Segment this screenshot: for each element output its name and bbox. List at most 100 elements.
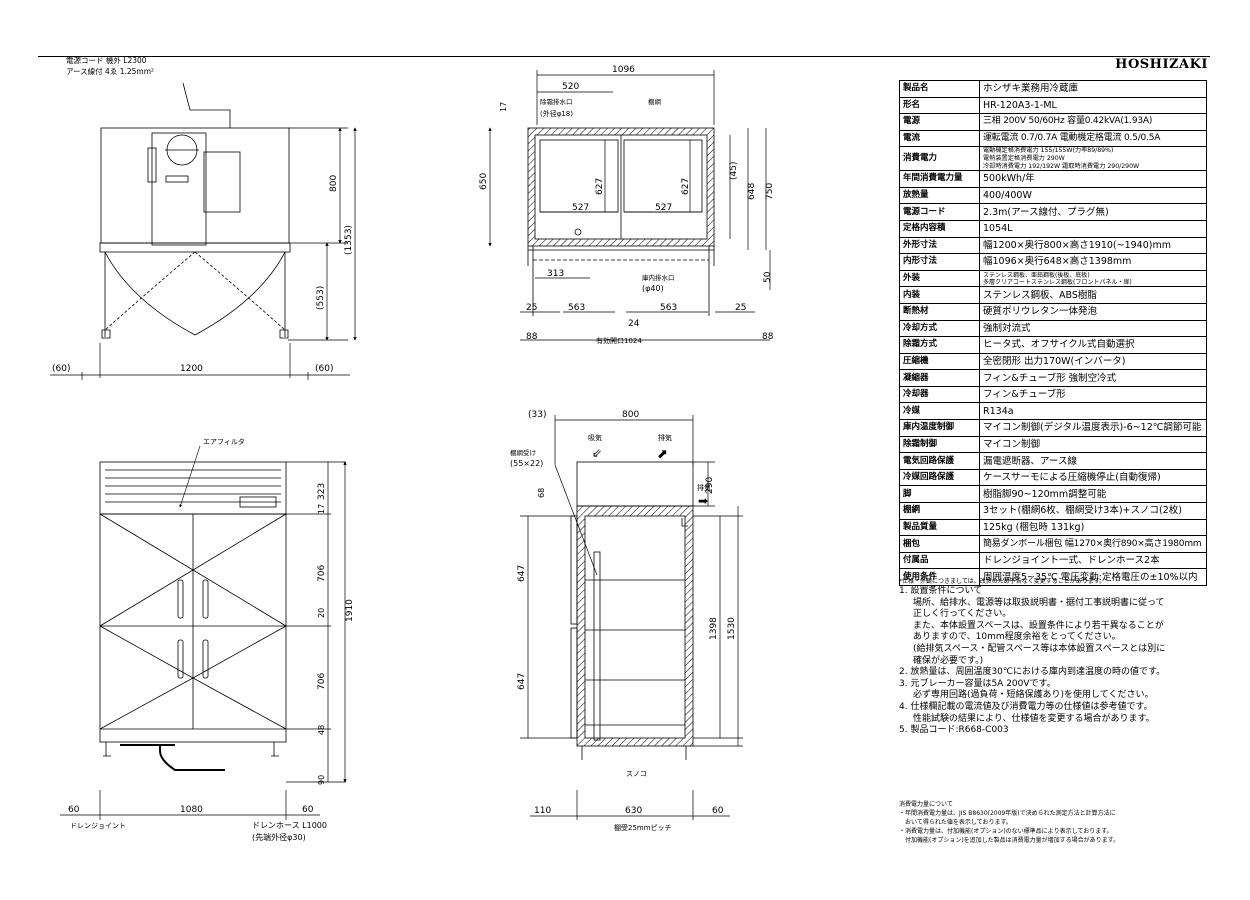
- spec-row: 内形寸法幅1096×奥行648×高さ1398mm: [899, 253, 1207, 271]
- spec-value: 500kWh/年: [979, 170, 1207, 188]
- note-3: 3. 元ブレーカー容量は5A 200Vです。: [899, 678, 1056, 689]
- spec-value: 1054L: [979, 219, 1207, 238]
- spec-key: 圧縮機: [899, 352, 980, 371]
- spec-value-line: 冷却時消費電力 192/192W 霜取時消費電力 290/290W: [983, 162, 1140, 170]
- spec-row: 冷却方式強制対流式: [899, 319, 1207, 338]
- dim-20: 20: [317, 608, 326, 618]
- label-drain-hose: ドレンホース L1000: [252, 821, 327, 830]
- label-drain-dia: (外径φ18): [540, 109, 573, 118]
- dim-800: 800: [329, 175, 339, 192]
- spec-key: 製品名: [899, 80, 980, 98]
- dim-24: 24: [628, 319, 640, 329]
- spec-key: 内形寸法: [899, 253, 980, 271]
- dim-706-b: 706: [317, 673, 327, 690]
- spec-key: 除霜方式: [899, 336, 980, 354]
- exhaust-arrow-icon: ⬈: [657, 447, 668, 462]
- top-view-plan: [99, 82, 291, 339]
- label-rail-size: (55×22): [510, 459, 543, 468]
- spec-row: 外装ステンレス鋼板、亜鉛鋼板(後板、底板)多層クリアコートステンレス鋼板(フロン…: [899, 269, 1207, 288]
- spec-key: 外装: [899, 269, 980, 288]
- dim-33: (33): [528, 410, 546, 420]
- dim-25-b: 25: [735, 303, 746, 313]
- spec-value: ステンレス鋼板、亜鉛鋼板(後板、底板)多層クリアコートステンレス鋼板(フロントパ…: [979, 269, 1207, 288]
- brand-logo: HOSHIZAKI: [1115, 57, 1208, 72]
- label-shelf-rail: 棚網受け: [510, 448, 536, 457]
- dim-553: (553): [316, 286, 326, 310]
- dim-88-a: 88: [526, 332, 538, 342]
- spec-key: 定格内容積: [899, 219, 980, 238]
- dim-520: 520: [562, 82, 579, 92]
- label-drain: 除霜排水口: [540, 97, 573, 106]
- dim-1353: (1353): [344, 225, 354, 255]
- spec-value: 樹脂脚90~120mm調整可能: [979, 485, 1207, 504]
- label-inner-drain-dia: (φ40): [642, 284, 664, 293]
- dim-1096: 1096: [612, 65, 635, 75]
- spec-row: 断熱材硬質ポリウレタン一体発泡: [899, 302, 1207, 321]
- header-rule: [38, 56, 1210, 57]
- spec-row: 消費電力電動機定格消費電力 155/155W(力率89/89%)電熱装置定格消費…: [899, 146, 1207, 172]
- dim-17: 17: [499, 102, 508, 112]
- spec-key: 消費電力: [899, 146, 980, 172]
- note-2: 2. 放熱量は、周囲温度30℃における庫内到達温度の時の値です。: [899, 667, 1166, 678]
- exhaust-side-arrow-icon: ➡: [698, 494, 708, 508]
- label-exhaust-side: 排気: [697, 483, 711, 492]
- note-4: 4. 仕様欄記載の電流値及び消費電力等の仕様値は参考値です。: [899, 701, 1153, 712]
- dim-17-front: 17: [317, 504, 326, 514]
- dim-563-a: 563: [568, 303, 585, 313]
- dim-627-a: 627: [595, 178, 605, 195]
- spec-key: 形名: [899, 96, 980, 115]
- dim-650: 650: [479, 173, 489, 190]
- spec-key: 年間消費電力量: [899, 170, 980, 188]
- spec-value: 簡易ダンボール梱包 幅1270×奥行890×高さ1980mm: [979, 535, 1207, 553]
- dim-290: 290: [705, 477, 715, 494]
- dim-88-b: 88: [762, 332, 774, 342]
- dim-68: 68: [537, 488, 546, 498]
- dim-1530: 1530: [727, 617, 737, 640]
- spec-row: 庫内温度制御マイコン制御(デジタル温度表示)-6~12℃調節可能: [899, 419, 1207, 437]
- label-intake: 吸気: [588, 433, 602, 442]
- spec-row: 除霜方式ヒータ式、オフサイクル式自動選択: [899, 336, 1207, 354]
- spec-value: 周囲温度5~35℃ 電圧変動:定格電圧の±10%以内: [979, 568, 1207, 586]
- note-1-line: 場所、給排水、電源等は取扱説明書・据付工事説明書に従って: [913, 597, 1165, 608]
- spec-value: 漏電遮断器、アース線: [979, 452, 1207, 470]
- spec-value: 電動機定格消費電力 155/155W(力率89/89%)電熱装置定格消費電力 2…: [979, 146, 1207, 172]
- note-1-line: 確保が必要です。): [913, 655, 984, 666]
- power-notes-line: ・年間消費電力量は、JIS B8630(2009年版)で決められた測定方法と計算…: [899, 810, 1116, 817]
- dim-25-a: 25: [526, 303, 537, 313]
- spec-row: 凝縮器フィン&チューブ形 強制空冷式: [899, 369, 1207, 387]
- label-exhaust-top: 排気: [658, 433, 672, 442]
- spec-value: ヒータ式、オフサイクル式自動選択: [979, 336, 1207, 354]
- spec-value: 2.3m(アース線付、プラグ無): [979, 203, 1207, 221]
- spec-value: マイコン制御: [979, 435, 1207, 454]
- dim-60-front-left: 60: [68, 805, 80, 815]
- spec-value-line: ステンレス鋼板、亜鉛鋼板(後板、底板): [983, 271, 1090, 279]
- dim-60-left: (60): [52, 364, 70, 374]
- note-3-line: 必ず専用回路(過負荷・短絡保護あり)を使用してください。: [913, 690, 1154, 701]
- spec-value: 幅1096×奥行648×高さ1398mm: [979, 253, 1207, 271]
- label-opening: 有効開口1024: [596, 336, 642, 345]
- spec-row: 使用条件周囲温度5~35℃ 電圧変動:定格電圧の±10%以内: [899, 568, 1207, 586]
- spec-value: ドレンジョイント一式、ドレンホース2本: [979, 551, 1207, 570]
- spec-row: 付属品ドレンジョイント一式、ドレンホース2本: [899, 551, 1207, 570]
- spec-row: 外形寸法幅1200×奥行800×高さ1910(~1940)mm: [899, 236, 1207, 255]
- dim-323: 323: [317, 483, 327, 500]
- spec-row: 電気回路保護漏電遮断器、アース線: [899, 452, 1207, 470]
- power-notes-line: ・消費電力量は、付加機能(オプション)のない標準品により表示しております。: [899, 828, 1113, 835]
- installation-notes: 1. 設置条件について 場所、給排水、電源等は取扱説明書・据付工事説明書に従って…: [899, 586, 1209, 737]
- spec-value-line: 電熱装置定格消費電力 290W: [983, 154, 1065, 162]
- label-inner-drain: 庫内排水口: [642, 273, 675, 282]
- dim-1910: 1910: [345, 599, 355, 622]
- spec-value: フィン&チューブ形: [979, 385, 1207, 404]
- spec-key: 電源コード: [899, 203, 980, 221]
- spec-key: 電流: [899, 129, 980, 148]
- label-filter: エアフィルタ: [203, 437, 245, 446]
- spec-value-line: 多層クリアコートステンレス鋼板(フロントパネル・扉): [983, 278, 1132, 286]
